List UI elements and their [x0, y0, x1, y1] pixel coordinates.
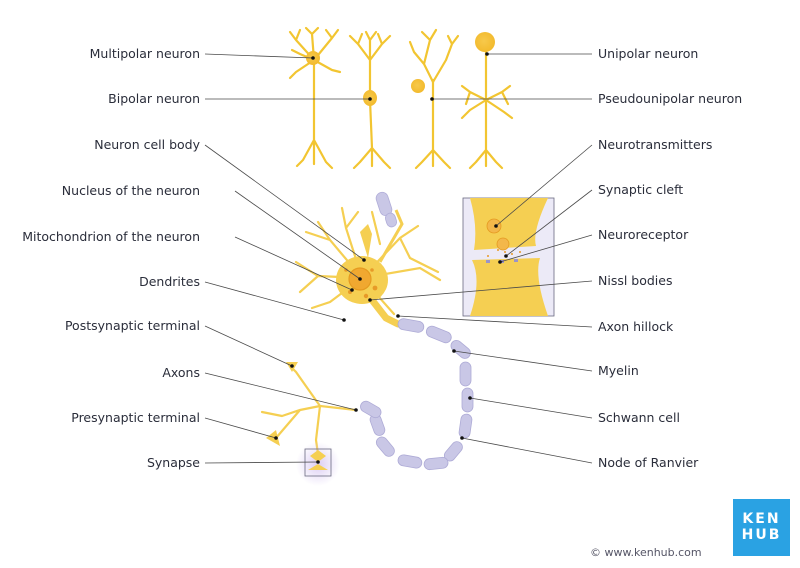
- myelin-sheath-chain: [360, 318, 474, 471]
- presynaptic-terminal: [266, 430, 280, 446]
- upper-myelin: [375, 191, 398, 228]
- label-neuron-cell-body: Neuron cell body: [94, 137, 200, 152]
- label-pseudounipolar-neuron: Pseudounipolar neuron: [598, 91, 743, 106]
- upper-axon: [378, 209, 404, 263]
- axon-terminals: [260, 366, 358, 456]
- label-axons: Axons: [162, 365, 200, 380]
- label-nissl-bodies: Nissl bodies: [598, 273, 673, 288]
- label-synapse: Synapse: [146, 455, 200, 470]
- unipolar-neuron: [408, 28, 460, 170]
- label-myelin: Myelin: [598, 363, 639, 378]
- label-postsynaptic-terminal: Postsynaptic terminal: [64, 318, 200, 333]
- label-bipolar-neuron: Bipolar neuron: [108, 91, 200, 106]
- kenhub-logo[interactable]: KEN HUB: [733, 499, 790, 556]
- dendrite-trunk: [360, 224, 372, 258]
- label-schwann-cell: Schwann cell: [598, 410, 680, 425]
- label-mitochondrion: Mitochondrion of the neuron: [22, 229, 200, 244]
- bipolar-neuron: [348, 30, 392, 170]
- label-neuroreceptor: Neuroreceptor: [598, 227, 689, 242]
- copyright-text: © www.kenhub.com: [590, 546, 702, 559]
- leader-lines: [204, 53, 593, 464]
- leader-endpoints: [274, 52, 508, 464]
- logo-line-1: KEN: [742, 511, 781, 527]
- pseudounipolar-neuron: [460, 48, 514, 170]
- label-neurotransmitters: Neurotransmitters: [598, 137, 713, 152]
- label-axon-hillock: Axon hillock: [598, 319, 674, 334]
- unipolar-soma-small: [411, 79, 425, 93]
- label-node-of-ranvier: Node of Ranvier: [598, 455, 699, 470]
- label-dendrites: Dendrites: [139, 274, 200, 289]
- synapse-inset: [462, 197, 555, 317]
- axon-hillock: [368, 296, 402, 328]
- nissl-bodies: [344, 268, 378, 299]
- logo-line-2: HUB: [741, 527, 782, 543]
- label-synaptic-cleft: Synaptic cleft: [598, 182, 684, 197]
- label-presynaptic-terminal: Presynaptic terminal: [71, 410, 200, 425]
- label-multipolar-neuron: Multipolar neuron: [89, 46, 200, 61]
- label-unipolar-neuron: Unipolar neuron: [598, 46, 699, 61]
- synapse-junction: [308, 450, 328, 470]
- label-nucleus-of-neuron: Nucleus of the neuron: [61, 183, 200, 198]
- pseudounipolar-soma: [475, 32, 495, 52]
- multipolar-neuron: [288, 26, 342, 170]
